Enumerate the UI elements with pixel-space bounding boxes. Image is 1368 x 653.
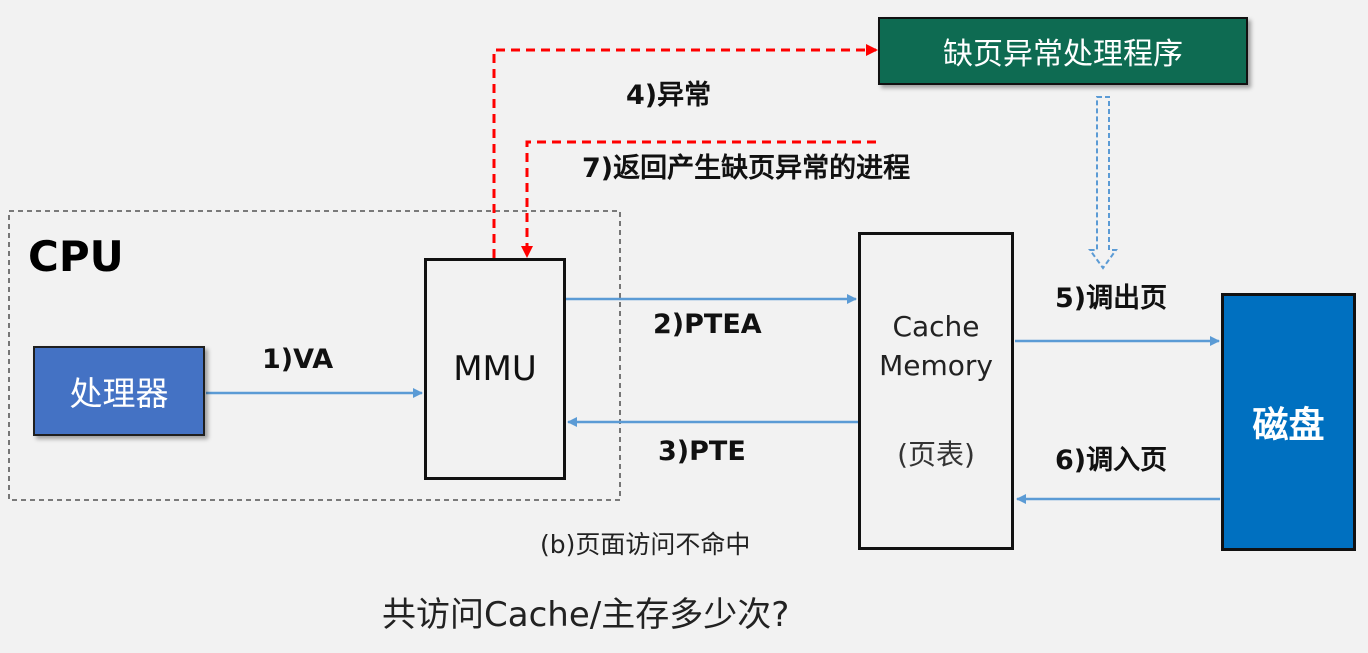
step-return-label: 7)返回产生缺页异常的进程 (582, 153, 911, 184)
step-va-label: 1)VA (262, 344, 334, 375)
mmu-label: MMU (453, 349, 537, 389)
processor-box: 处理器 (33, 346, 205, 436)
step-pte-label: 3)PTE (658, 436, 746, 467)
return-arrow (521, 140, 876, 258)
figure-caption: (b)页面访问不命中 (540, 530, 751, 559)
cache-label: Cache (892, 310, 980, 343)
step-ptea-label: 2)PTEA (653, 309, 762, 340)
page-fault-handler-box: 缺页异常处理程序 (878, 17, 1248, 85)
disk-box: 磁盘 (1221, 293, 1356, 551)
step-page-out-label: 5)调出页 (1055, 283, 1168, 314)
cpu-label: CPU (28, 232, 124, 281)
handler-to-cache-arrow (1088, 96, 1118, 270)
cache-memory-box: Cache Memory (页表) (858, 232, 1014, 550)
step-page-in-label: 6)调入页 (1055, 445, 1168, 476)
question-text: 共访问Cache/主存多少次? (382, 595, 790, 635)
disk-label: 磁盘 (1252, 405, 1325, 446)
step-exception-label: 4)异常 (626, 80, 712, 111)
page-fault-handler-label: 缺页异常处理程序 (943, 37, 1183, 72)
mmu-box: MMU (424, 258, 566, 480)
page-table-label: (页表) (897, 438, 975, 471)
processor-label: 处理器 (69, 374, 169, 413)
memory-label: Memory (879, 349, 993, 382)
